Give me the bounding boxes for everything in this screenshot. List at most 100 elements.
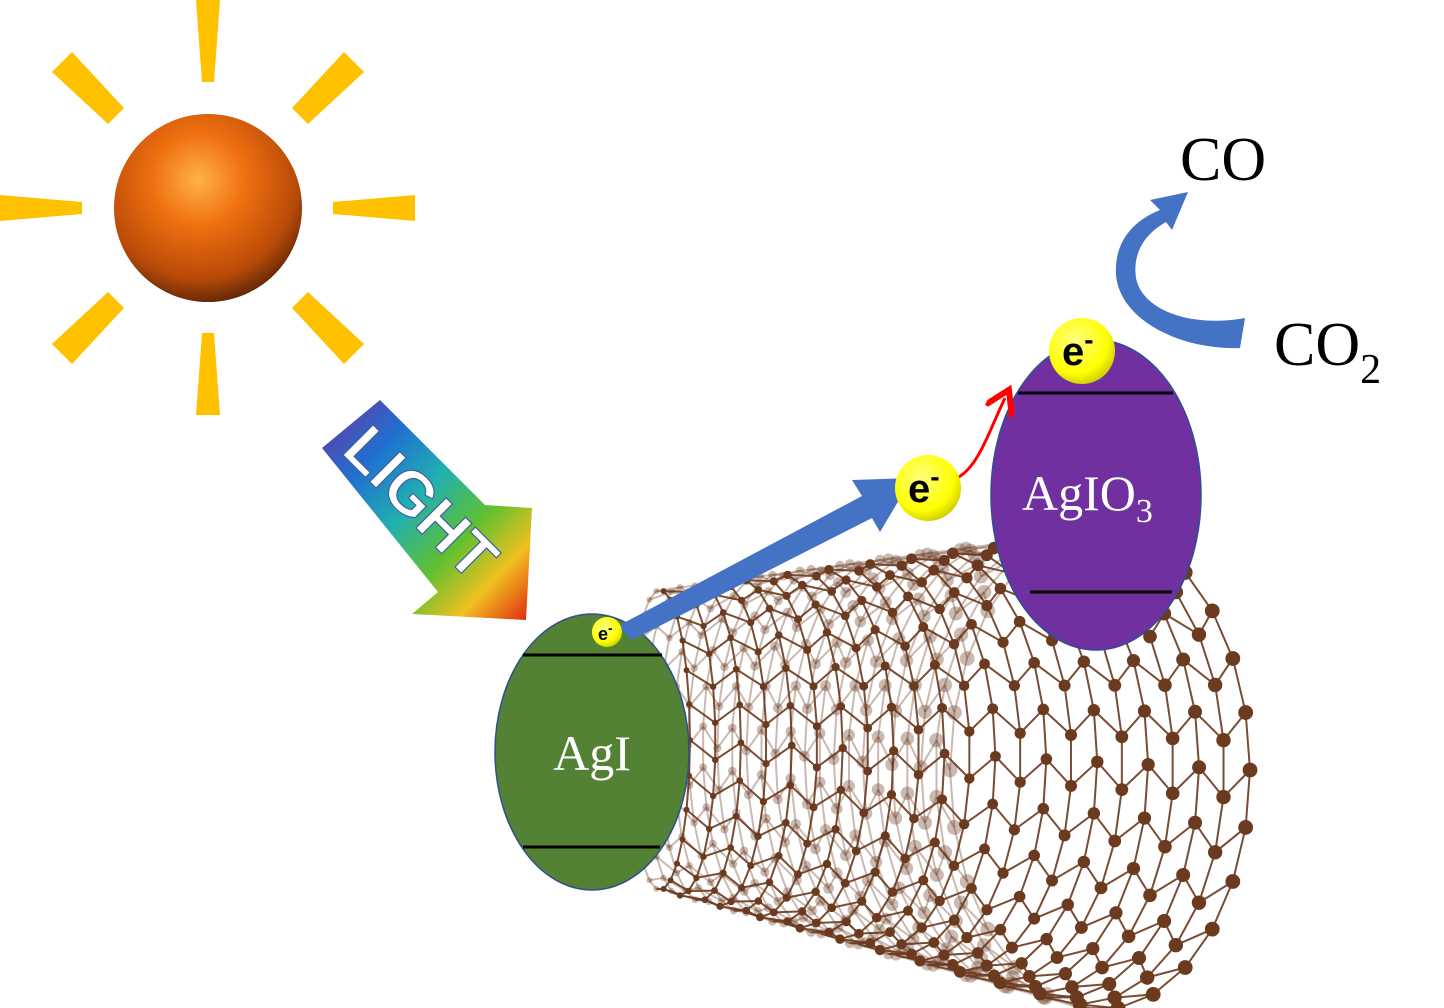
nanotube-atom xyxy=(886,612,899,626)
nanotube-bond xyxy=(901,946,909,954)
nanotube-bond xyxy=(973,967,979,975)
nanotube-atom xyxy=(841,917,851,927)
nanotube-atom xyxy=(913,724,924,735)
nanotube-bond xyxy=(960,902,986,946)
nanotube-atom xyxy=(685,887,692,895)
nanotube-bond xyxy=(745,750,750,795)
nanotube-atom xyxy=(711,756,719,764)
nanotube-bond xyxy=(884,835,906,860)
nanotube-atom xyxy=(806,905,817,916)
nanotube-atom xyxy=(668,887,675,895)
nanotube-bond xyxy=(711,618,723,651)
nanotube-bond xyxy=(712,668,737,688)
nanotube-bond xyxy=(703,846,731,858)
nanotube-bond xyxy=(688,668,696,706)
nanotube-atom xyxy=(886,702,897,712)
nanotube-atom xyxy=(849,829,862,842)
nanotube-bond xyxy=(818,732,835,760)
nanotube-atom xyxy=(800,860,812,871)
nanotube-bond xyxy=(791,744,818,769)
nanotube-atom xyxy=(685,781,694,790)
nanotube-atom xyxy=(923,629,937,644)
nanotube-bond xyxy=(735,669,741,705)
nanotube-atom xyxy=(1039,987,1055,1002)
nanotube-bond xyxy=(923,912,949,950)
nanotube-bond xyxy=(970,624,986,665)
nanotube-bond xyxy=(816,920,847,924)
nanotube-atom xyxy=(929,868,944,883)
nanotube-bond xyxy=(819,581,840,610)
nanotube-atom xyxy=(851,846,861,856)
co2-reduction-arrow xyxy=(1115,192,1245,349)
nanotube-bond xyxy=(923,822,938,876)
nanotube-bond xyxy=(1214,684,1225,741)
nanotube-bond xyxy=(806,828,836,845)
nanotube-atom xyxy=(899,654,914,668)
nanotube-atom xyxy=(772,794,783,805)
nanotube-bond xyxy=(681,651,695,669)
nanotube-bond xyxy=(776,664,787,709)
nanotube-bond xyxy=(891,858,907,893)
nanotube-atom xyxy=(885,757,899,772)
nanotube-bond xyxy=(714,704,741,724)
nanotube-atom xyxy=(719,869,727,877)
nanotube-atom xyxy=(997,636,1009,648)
nanotube-atom xyxy=(840,587,852,598)
nanotube-bond xyxy=(879,572,909,590)
nanotube-atom xyxy=(727,723,737,733)
nanotube-bond xyxy=(985,605,1004,643)
nanotube-bond xyxy=(712,686,717,723)
nanotube-bond xyxy=(812,666,837,688)
nanotube-bond xyxy=(1163,613,1185,660)
nanotube-bond xyxy=(927,963,934,967)
nanotube-bond xyxy=(784,823,797,843)
nanotube-bond xyxy=(757,801,765,837)
nanotube-bond xyxy=(747,774,763,796)
nanotube-atom xyxy=(980,921,996,937)
nanotube-atom xyxy=(890,949,902,961)
nanotube-bond xyxy=(760,774,768,819)
nanotube-atom xyxy=(780,659,791,670)
nanotube-bond xyxy=(693,634,703,669)
nanotube-bond xyxy=(867,880,887,920)
nanotube-atom xyxy=(836,785,846,795)
nanotube-atom xyxy=(798,912,809,923)
nanotube-atom xyxy=(1242,762,1258,778)
nanotube-bond xyxy=(789,745,793,786)
nanotube-atom xyxy=(1176,652,1191,667)
nanotube-atom xyxy=(857,896,867,906)
nanotube-bond xyxy=(1113,789,1123,842)
nanotube-atom xyxy=(973,569,988,584)
nanotube-bond xyxy=(773,910,803,914)
nanotube-bond xyxy=(894,792,909,819)
nanotube-bond xyxy=(953,827,969,882)
nanotube-atom xyxy=(750,611,760,621)
nanotube-atom xyxy=(948,860,960,871)
nanotube-atom xyxy=(908,839,922,854)
nanotube-atom xyxy=(801,798,813,810)
nanotube-bond xyxy=(1113,685,1123,737)
nanotube-atom xyxy=(683,667,690,674)
nanotube-atom xyxy=(1225,874,1241,889)
nanotube-atom xyxy=(809,803,818,812)
nanotube-atom xyxy=(857,595,867,606)
nanotube-atom xyxy=(929,659,940,670)
nanotube-bond xyxy=(814,604,828,633)
nanotube-bond xyxy=(839,706,844,749)
nanotube-atom xyxy=(768,917,777,926)
nanotube-bond xyxy=(819,608,830,625)
nanotube-bond xyxy=(943,851,962,903)
nanotube-bond xyxy=(806,649,815,687)
nanotube-bond xyxy=(722,612,732,639)
nanotube-bond xyxy=(831,900,863,909)
nanotube-atom xyxy=(790,818,802,830)
nanotube-atom xyxy=(840,878,850,888)
nanotube-bond xyxy=(872,936,903,954)
nanotube-atom xyxy=(729,893,738,902)
nanotube-bond xyxy=(793,916,804,923)
nanotube-atom xyxy=(763,903,773,913)
nanotube-bond xyxy=(685,775,691,810)
nanotube-atom xyxy=(979,658,990,670)
nanotube-atom xyxy=(760,867,770,877)
nanotube-atom xyxy=(936,951,950,964)
